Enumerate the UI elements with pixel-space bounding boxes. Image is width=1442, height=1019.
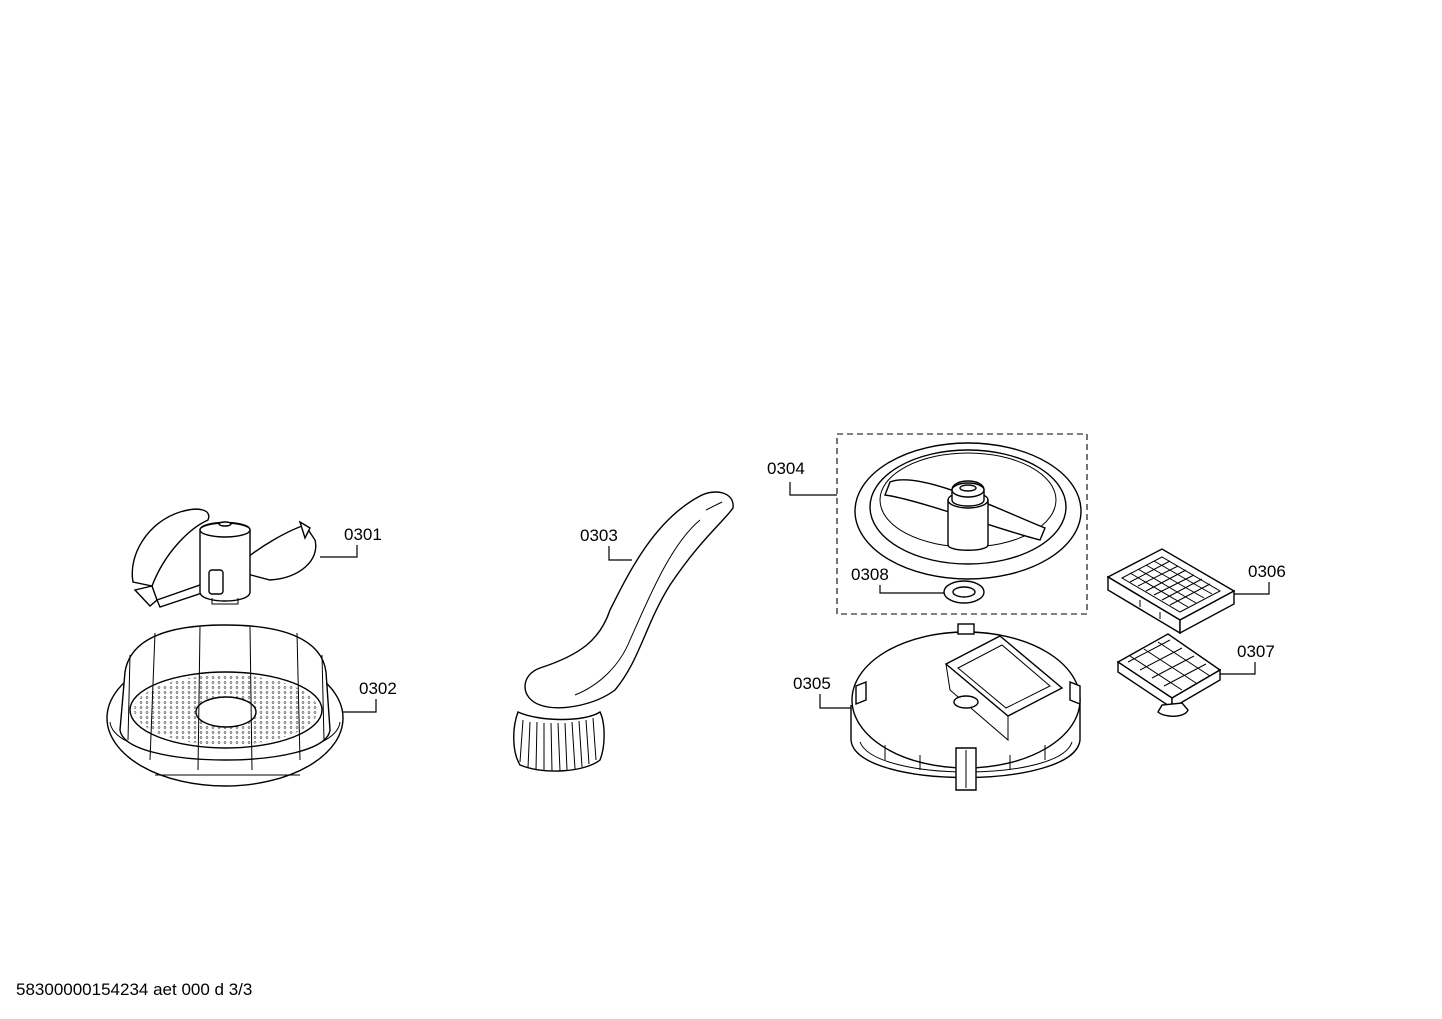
grating-disc-illustration <box>106 624 344 787</box>
leader-lines <box>320 482 1270 713</box>
cleaning-brush-illustration <box>513 491 734 772</box>
part-label-0302: 0302 <box>359 679 397 698</box>
pusher-grid-illustration <box>1116 633 1222 717</box>
chopping-blade-illustration <box>131 508 317 608</box>
part-label-0303: 0303 <box>580 526 618 545</box>
document-footer: 58300000154234 aet 000 d 3/3 <box>16 980 253 999</box>
part-label-0308: 0308 <box>851 565 889 584</box>
dicing-grid-illustration <box>1106 548 1236 635</box>
part-label-0304: 0304 <box>767 459 805 478</box>
part-label-0306: 0306 <box>1248 562 1286 581</box>
part-label-0307: 0307 <box>1237 642 1275 661</box>
part-label-0301: 0301 <box>344 525 382 544</box>
part-label-0305: 0305 <box>793 674 831 693</box>
assembly-group-box <box>836 433 1088 615</box>
seal-ring-illustration <box>943 580 985 604</box>
cutting-disc-illustration <box>854 442 1082 580</box>
dicing-base-illustration <box>850 623 1081 791</box>
